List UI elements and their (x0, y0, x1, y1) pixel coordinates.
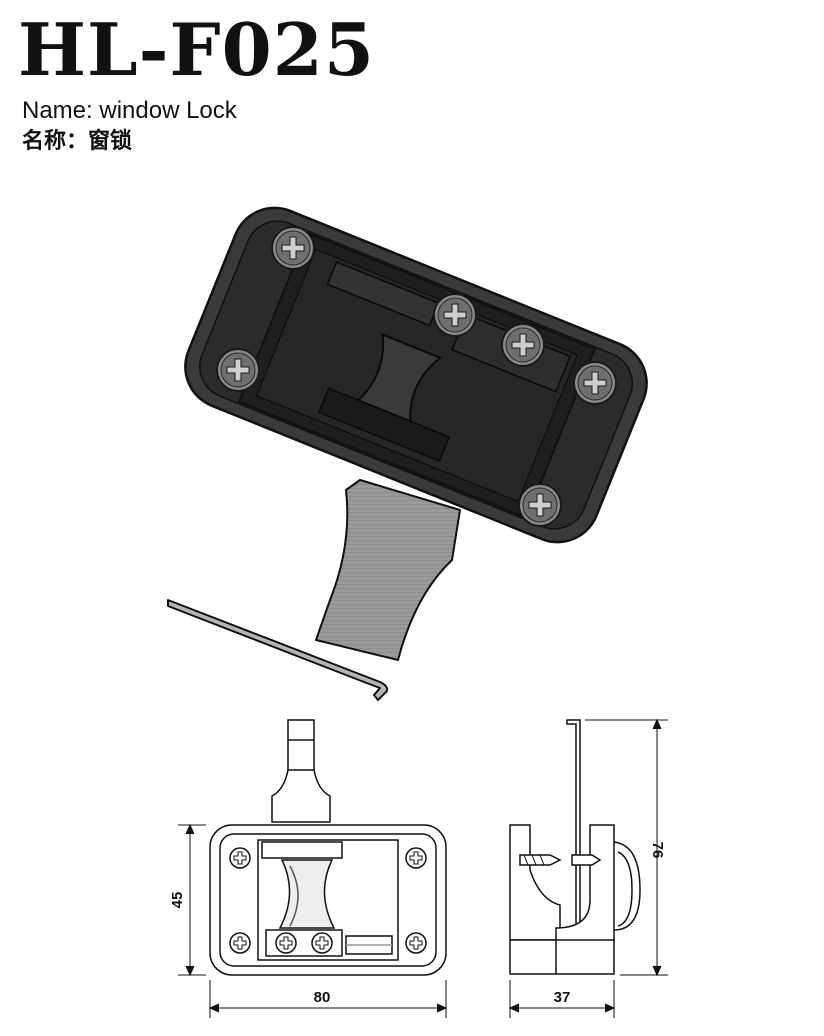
screw-icon (573, 361, 617, 405)
screw-icon (518, 483, 562, 527)
dimension-front-height: 45 (169, 892, 186, 909)
screw-icon (229, 847, 251, 869)
screw-icon (271, 226, 315, 270)
screw-icon (311, 932, 333, 954)
screw-icon (405, 932, 427, 954)
product-name-english: Name: window Lock (22, 97, 237, 124)
hook-rod (167, 599, 389, 701)
dimension-front-width: 80 (314, 989, 331, 1006)
screw-icon (216, 348, 260, 392)
side-dimension-lines (508, 718, 668, 1018)
screw-icon (501, 323, 545, 367)
screw-icon (229, 932, 251, 954)
dimension-side-width: 37 (554, 989, 571, 1006)
screw-icon (405, 847, 427, 869)
lock-3d-view (167, 206, 648, 701)
screw-icon (433, 293, 477, 337)
lock-housing (184, 206, 648, 544)
screw-icon (275, 932, 297, 954)
front-dimension-lines (178, 823, 448, 1018)
lock-strip (315, 479, 461, 661)
product-name-chinese: 名称：窗锁 (22, 129, 133, 154)
side-view (509, 719, 641, 975)
dimension-side-height: 76 (649, 842, 666, 859)
model-title: HL-F025 (18, 7, 375, 92)
